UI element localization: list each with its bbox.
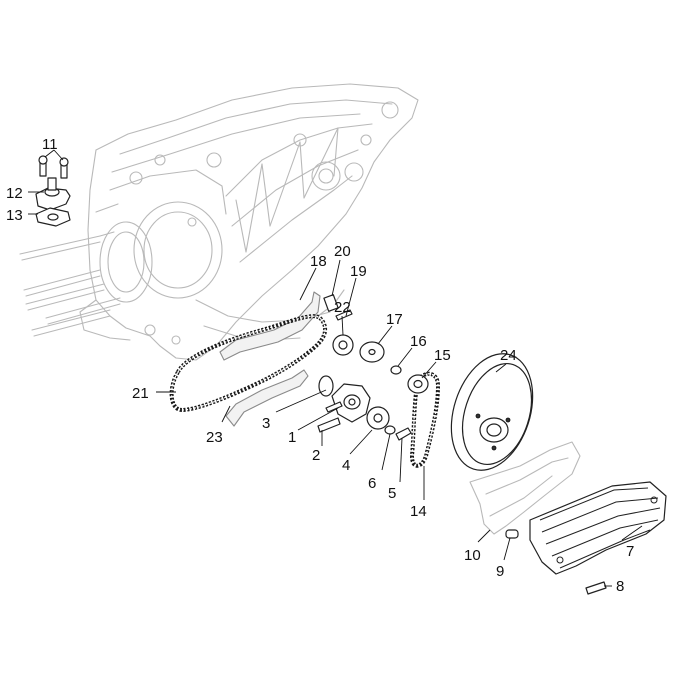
callout-22: 22 xyxy=(334,299,351,316)
pump-screw-2 xyxy=(317,417,341,433)
callout-17: 17 xyxy=(386,311,403,328)
tensioner-screw-right-head xyxy=(59,157,69,167)
spacer-20 xyxy=(323,294,339,312)
callout-24: 24 xyxy=(500,347,517,364)
dowel-9 xyxy=(505,529,519,539)
callout-9: 9 xyxy=(496,563,504,580)
washer-6 xyxy=(384,425,396,435)
callout-16: 16 xyxy=(410,333,427,350)
callout-23: 23 xyxy=(206,429,223,446)
callout-1: 1 xyxy=(288,429,296,446)
bolt-5 xyxy=(395,427,412,441)
timing-chain xyxy=(169,314,327,413)
callout-13: 13 xyxy=(6,207,23,224)
upper-chain-guide xyxy=(219,291,321,361)
callout-5: 5 xyxy=(388,485,396,502)
callout-10: 10 xyxy=(464,547,481,564)
sump-gasket xyxy=(469,441,581,535)
lower-chain-guide xyxy=(225,369,309,427)
callout-11: 11 xyxy=(42,136,58,153)
chain-tensioner-assembly xyxy=(35,155,71,227)
tensioner-screw-left-head xyxy=(38,155,48,165)
callout-21: 21 xyxy=(132,385,149,402)
oil-pump-chain xyxy=(409,371,441,468)
callout-15: 15 xyxy=(434,347,451,364)
callout-20: 20 xyxy=(334,243,351,260)
callout-7: 7 xyxy=(626,543,634,560)
callout-14: 14 xyxy=(410,503,427,520)
pump-cover-3 xyxy=(318,375,334,397)
callout-19: 19 xyxy=(350,263,367,280)
callout-6: 6 xyxy=(368,475,376,492)
crankcase-ghost xyxy=(19,83,419,361)
callout-8: 8 xyxy=(616,578,624,595)
bolt-19 xyxy=(335,309,353,321)
drive-pulley xyxy=(450,353,534,471)
callout-labels: 11 12 13 18 20 19 22 17 16 15 24 21 23 3… xyxy=(6,136,634,595)
callout-12: 12 xyxy=(6,185,23,202)
leader-lines xyxy=(28,149,643,587)
oil-sump xyxy=(529,481,667,575)
callout-2: 2 xyxy=(312,447,320,464)
o-ring-16 xyxy=(390,365,402,375)
oil-pump-components xyxy=(317,294,429,441)
callout-4: 4 xyxy=(342,457,350,474)
screw-8 xyxy=(585,581,607,595)
callout-3: 3 xyxy=(262,415,270,432)
callout-18: 18 xyxy=(310,253,327,270)
